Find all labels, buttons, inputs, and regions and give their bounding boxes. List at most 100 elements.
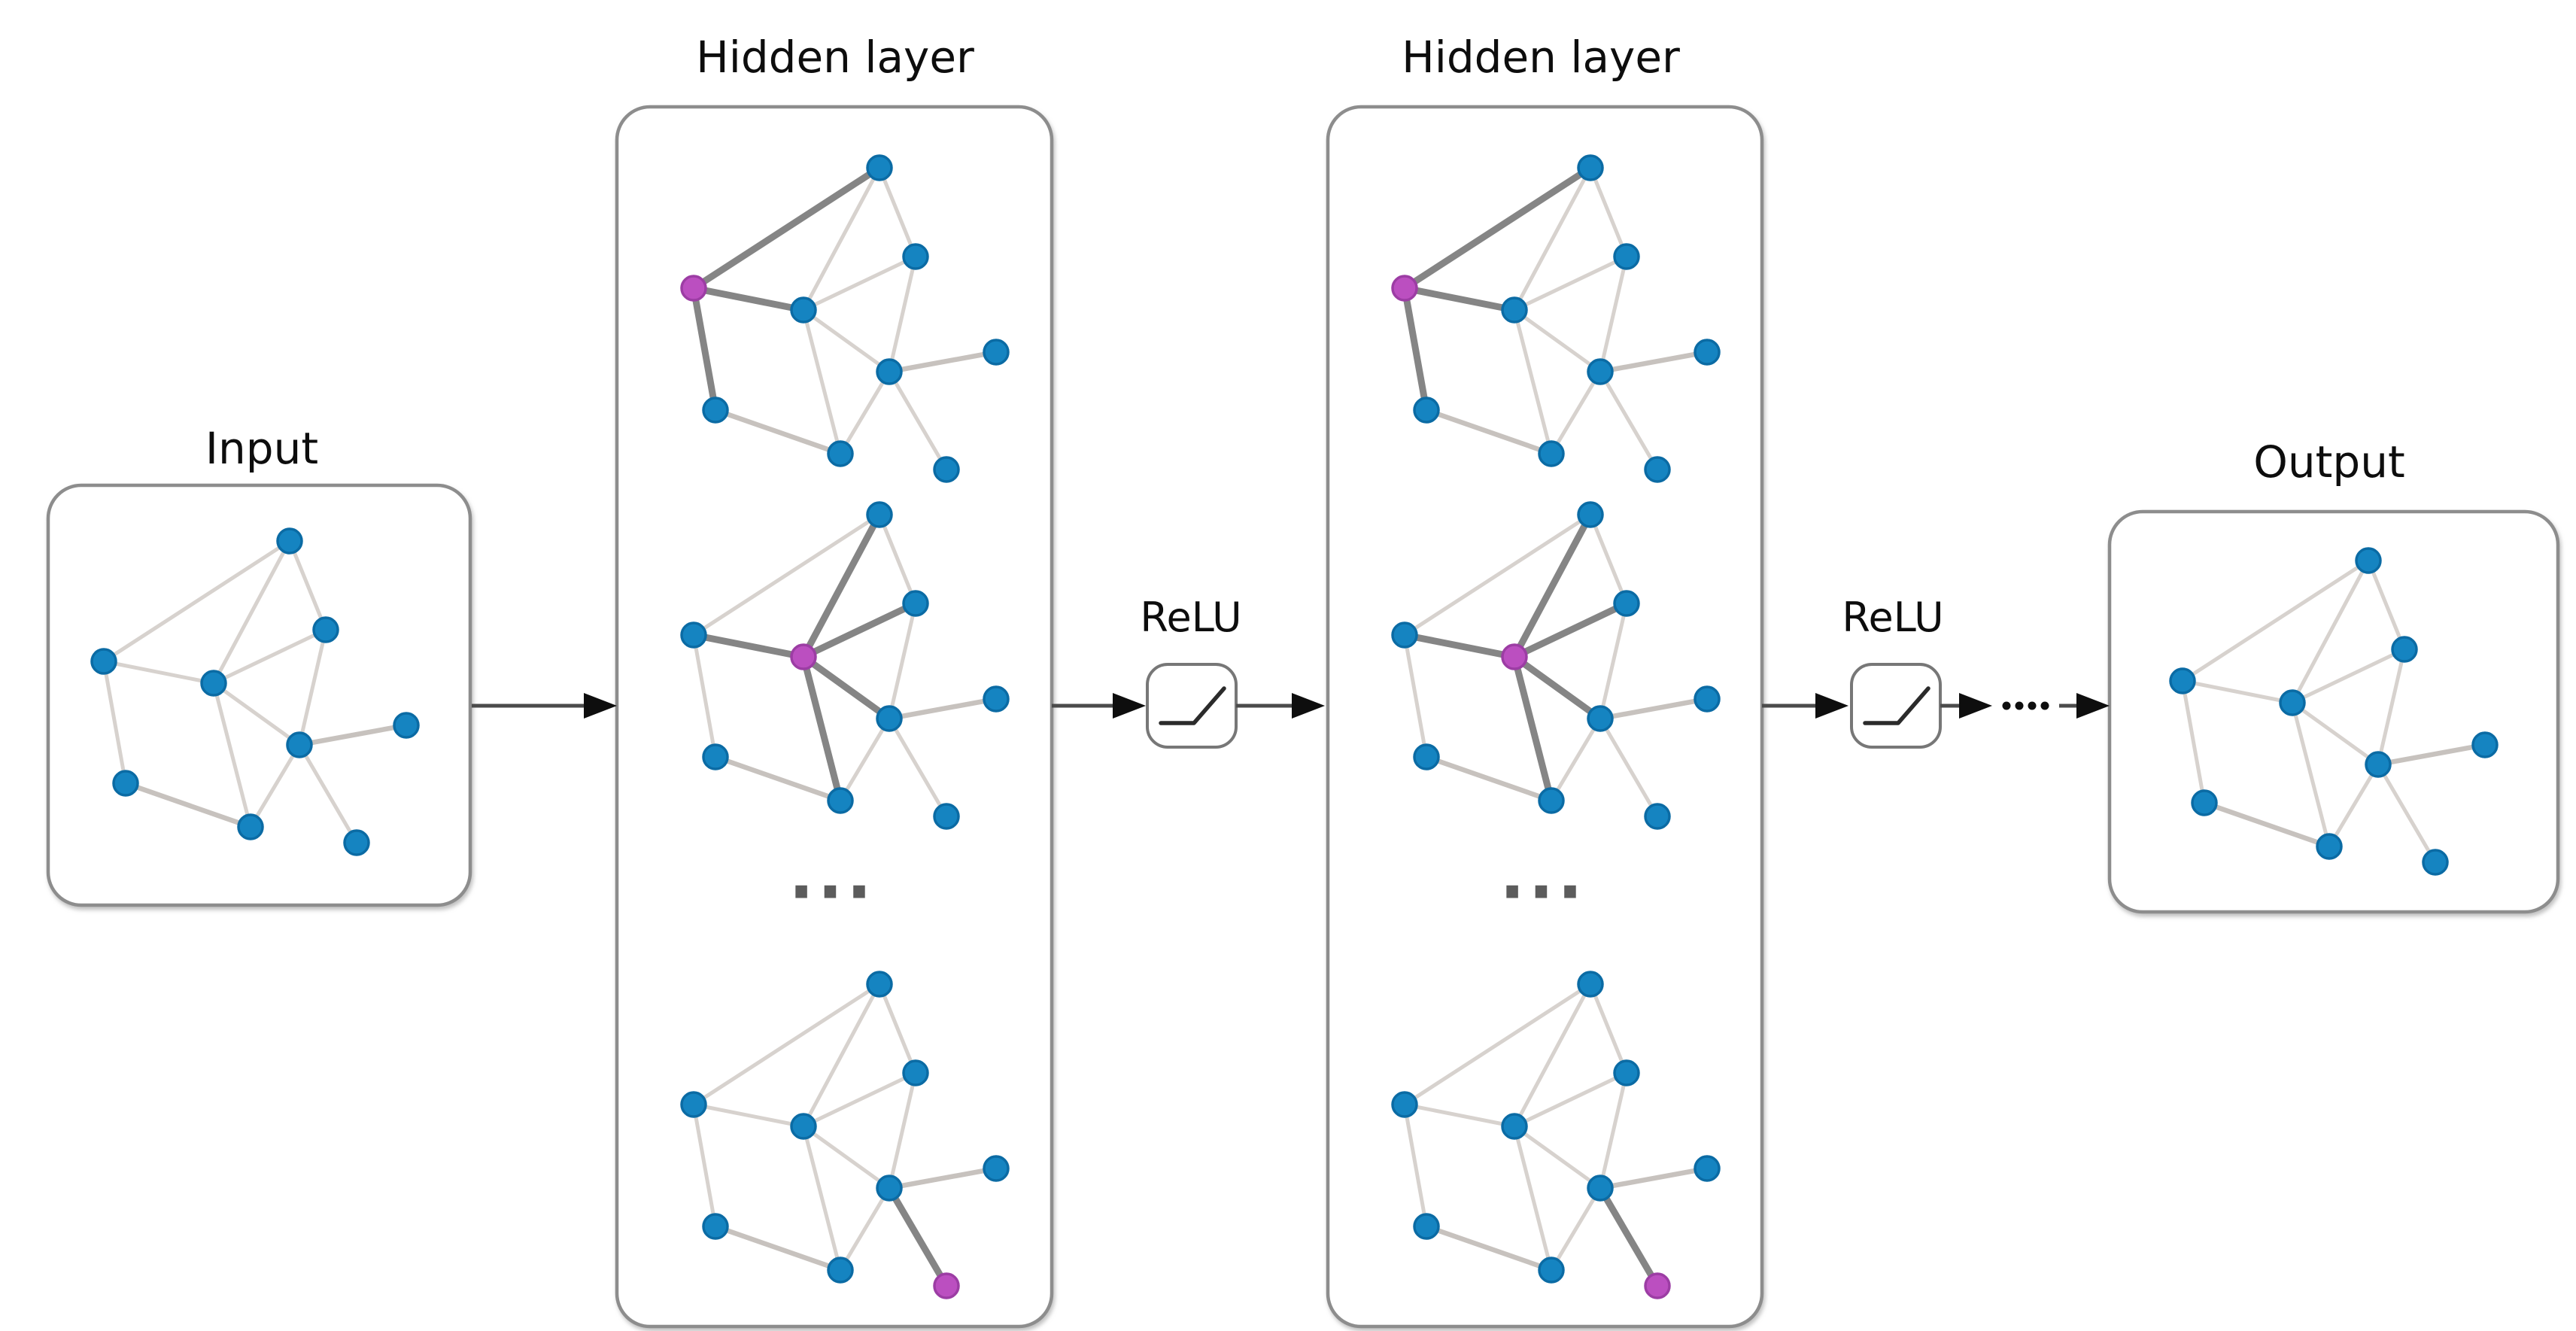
- edge-G-H: [1423, 754, 1554, 804]
- edge-E-F: [1597, 696, 1710, 722]
- edge-D-E: [1598, 254, 1629, 374]
- inter-layer-ellipsis-dots: [2002, 701, 2049, 710]
- hidden-layer-1-ellipsis: ···: [788, 853, 876, 931]
- edge-C-H-bold: [800, 653, 844, 804]
- edge-D-E: [297, 628, 328, 747]
- edge-E-H: [1549, 1186, 1602, 1272]
- edge-B-C: [691, 1102, 806, 1129]
- edge-B-C: [2180, 679, 2295, 705]
- edge-C-H: [1512, 308, 1554, 456]
- highlighted-node-B: [680, 275, 707, 302]
- edge-C-E: [801, 308, 892, 374]
- node-H: [827, 440, 854, 467]
- node-F: [2471, 731, 2499, 758]
- node-D: [1613, 243, 1640, 270]
- edge-B-C-bold: [1401, 631, 1518, 661]
- input-panel-box: [46, 483, 472, 907]
- node-I: [1644, 456, 1671, 483]
- edge-E-I: [887, 369, 949, 472]
- node-E: [876, 705, 903, 732]
- hidden-layer-1-title: Hidden layer: [696, 32, 974, 83]
- edge-B-G: [2180, 679, 2207, 805]
- edge-A-B: [1402, 512, 1593, 637]
- edge-A-C: [1512, 982, 1593, 1129]
- edge-B-C: [102, 659, 216, 685]
- edge-E-H: [2327, 762, 2380, 849]
- right-arrowhead-icon: [1959, 693, 1992, 719]
- edge-D-E: [1598, 1071, 1629, 1190]
- node-G: [1413, 397, 1440, 424]
- node-A: [1577, 971, 1604, 998]
- node-G: [702, 1213, 729, 1240]
- node-C: [200, 670, 227, 697]
- node-G: [112, 770, 139, 797]
- highlighted-node-C: [1501, 643, 1528, 670]
- node-C: [1501, 296, 1528, 324]
- edge-E-H: [838, 716, 892, 803]
- output-title: Output: [2253, 436, 2405, 488]
- edge-C-D: [801, 1071, 918, 1129]
- edge-E-F: [886, 1165, 999, 1191]
- node-B: [2169, 667, 2196, 694]
- edge-C-H-bold: [1511, 653, 1555, 804]
- right-arrowhead-icon: [1292, 693, 1325, 719]
- edge-A-C: [2290, 558, 2371, 705]
- edge-D-E: [887, 1071, 918, 1190]
- edge-B-C-bold: [1401, 284, 1518, 314]
- right-arrowhead-icon: [1815, 693, 1848, 719]
- edge-A-D: [1588, 982, 1629, 1075]
- graphs-layer: [90, 154, 2499, 1299]
- edge-C-E-bold: [1511, 653, 1604, 722]
- hidden2-panel-graph-3: [1391, 971, 1721, 1299]
- node-C: [1501, 1113, 1528, 1140]
- edge-A-D: [877, 166, 918, 259]
- edge-E-I: [2376, 762, 2438, 865]
- edge-A-D: [287, 539, 328, 632]
- edge-E-H: [1549, 369, 1602, 456]
- node-E: [1587, 705, 1614, 732]
- node-G: [1413, 743, 1440, 770]
- edge-G-H: [1423, 407, 1554, 457]
- node-F: [1694, 685, 1721, 713]
- node-D: [2391, 636, 2418, 663]
- relu-activation-curve-icon: [1863, 686, 1930, 725]
- edge-E-F: [886, 349, 999, 375]
- node-D: [902, 590, 929, 617]
- node-B: [680, 1091, 707, 1118]
- edge-E-H: [248, 743, 302, 829]
- edge-A-B-bold: [690, 164, 883, 292]
- edge-B-C-bold: [690, 284, 807, 314]
- edge-B-G: [102, 659, 128, 786]
- node-I: [343, 829, 370, 856]
- ellipsis-dot: [2028, 701, 2037, 710]
- edge-A-B: [1402, 982, 1593, 1107]
- relu1-icon-box: [1146, 663, 1238, 749]
- edge-A-C-bold: [800, 511, 883, 661]
- edge-E-F: [1597, 1165, 1710, 1191]
- edge-A-C: [801, 982, 882, 1129]
- input-title: Input: [205, 423, 319, 474]
- edge-B-G-bold: [690, 284, 719, 414]
- node-F: [393, 712, 420, 739]
- edge-B-G: [1402, 633, 1429, 759]
- edge-E-I-bold: [1596, 1184, 1661, 1290]
- node-A: [866, 154, 893, 181]
- right-arrowhead-icon: [2076, 693, 2110, 719]
- highlighted-node-I: [1644, 1272, 1671, 1299]
- edge-C-D-bold: [800, 600, 919, 661]
- output-panel-graph-1: [2169, 547, 2499, 876]
- node-B: [90, 648, 117, 675]
- edge-B-C-bold: [690, 631, 807, 661]
- edge-E-I: [887, 716, 949, 819]
- node-H: [827, 1257, 854, 1284]
- edge-C-E: [2290, 700, 2380, 767]
- node-F: [983, 1155, 1010, 1182]
- node-E: [286, 731, 313, 758]
- edge-C-D: [2290, 647, 2407, 705]
- node-F: [983, 685, 1010, 713]
- edge-A-D: [877, 512, 918, 606]
- edge-D-E: [887, 254, 918, 374]
- edge-C-D: [211, 628, 328, 685]
- edge-E-I-bold: [886, 1184, 950, 1290]
- node-D: [312, 616, 339, 643]
